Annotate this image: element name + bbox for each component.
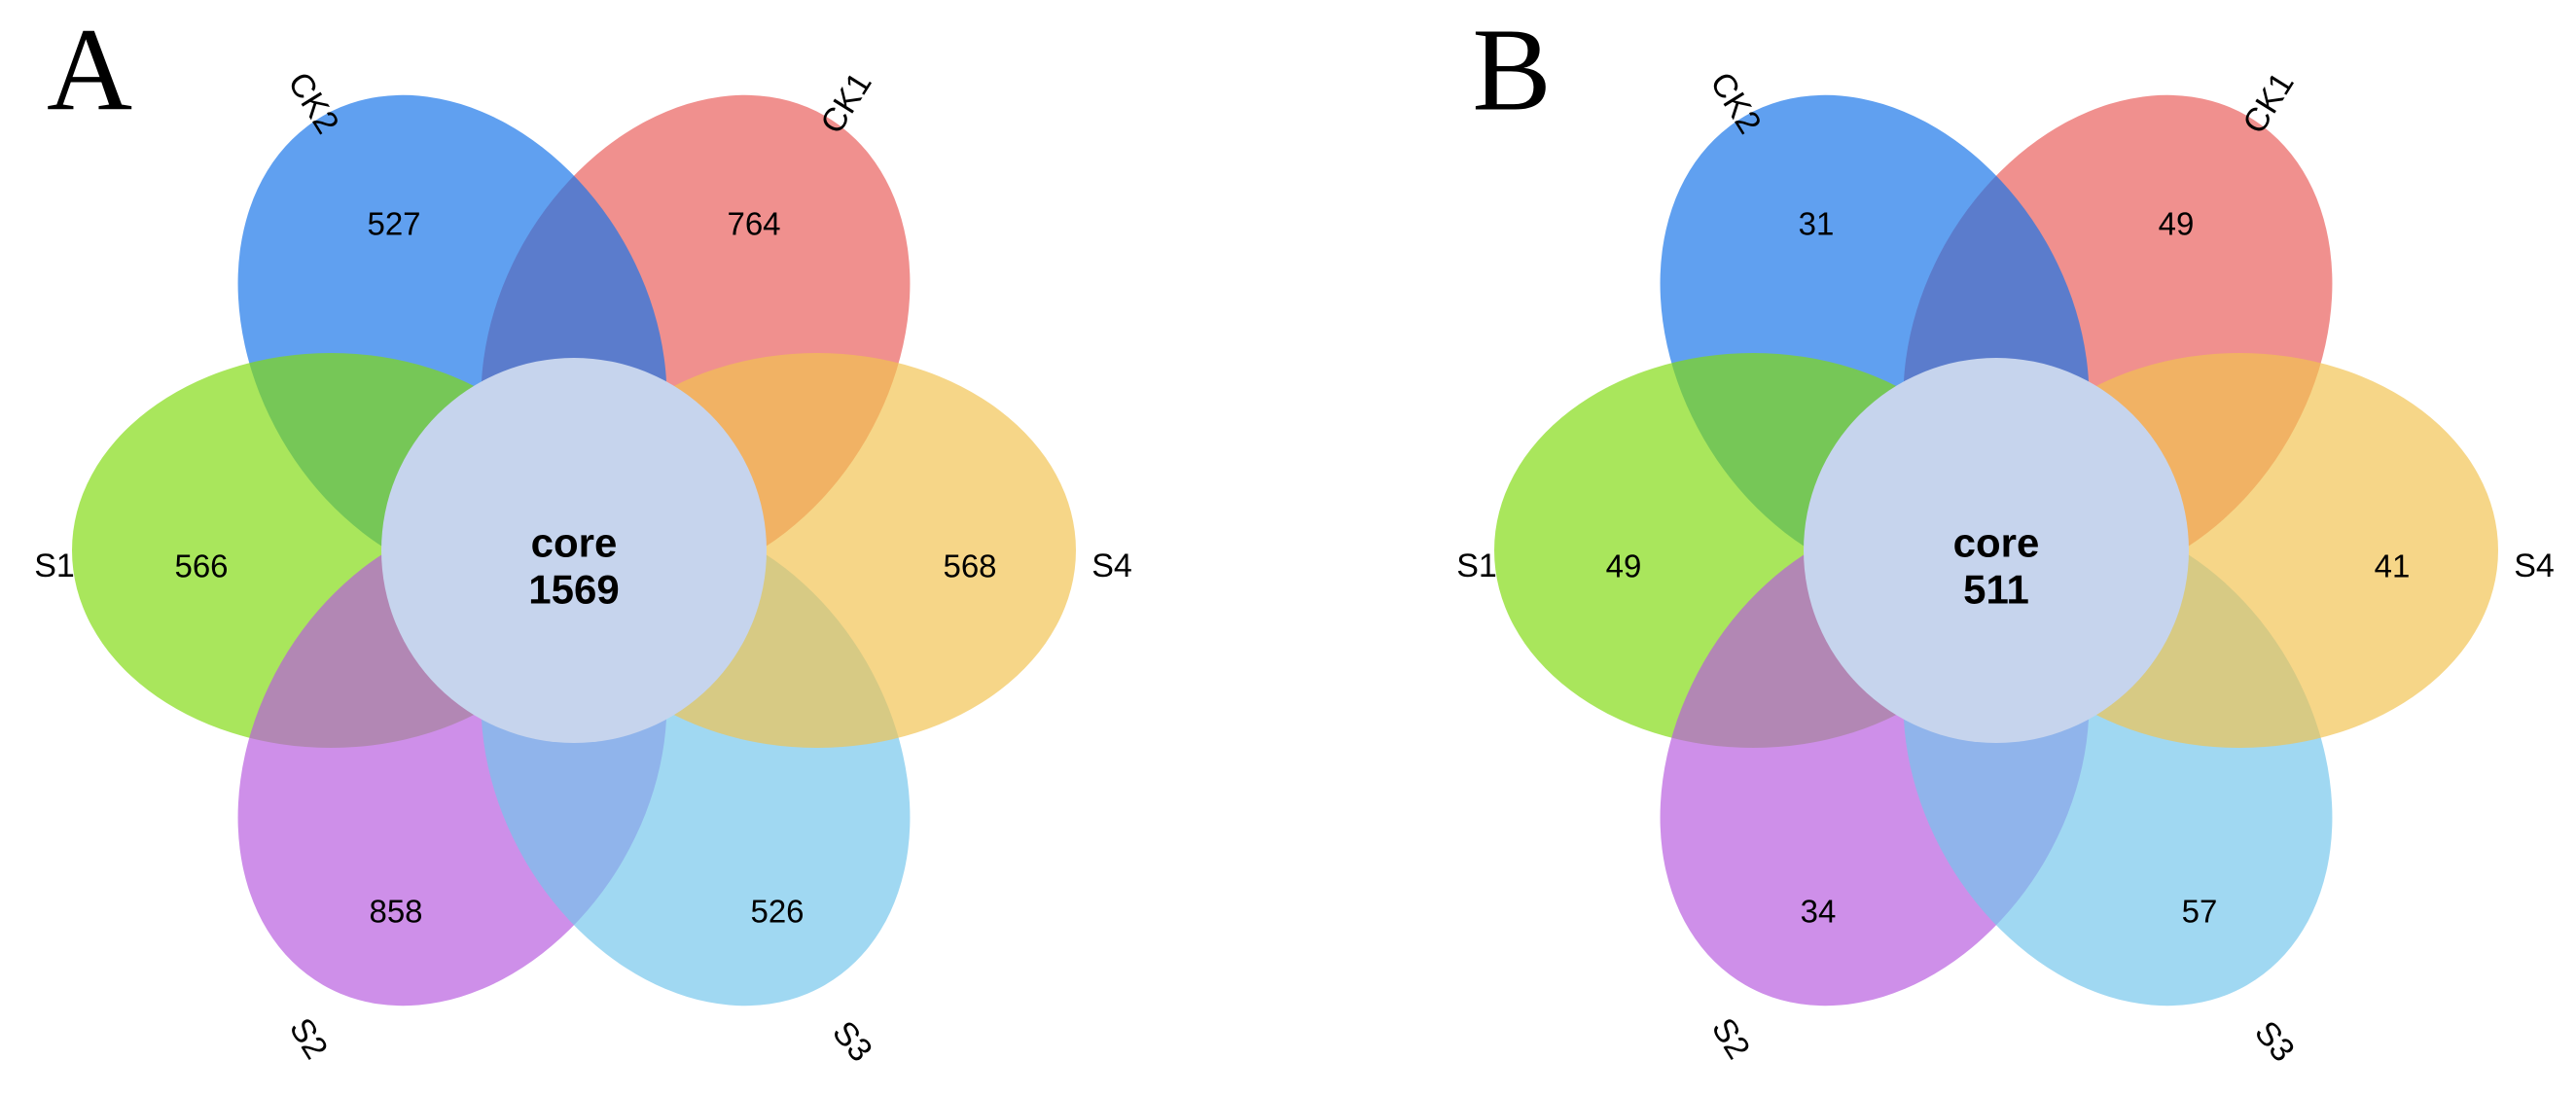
panel-b-count-s3: 57 xyxy=(2182,894,2218,930)
panel-b-label-s1: S1 xyxy=(1456,548,1497,584)
panel-a-core-circle xyxy=(381,358,767,743)
panel-a-count-s4: 568 xyxy=(943,548,996,584)
panel-b-count-s4: 41 xyxy=(2375,548,2411,584)
panel-b: B 49 31 49 34 57 41 core 511 CK1 CK2 S1 … xyxy=(1456,5,2555,1070)
panel-a-label-s1: S1 xyxy=(34,548,75,584)
panel-a-label-s3: S3 xyxy=(825,1014,879,1069)
panel-b-label-s3: S3 xyxy=(2247,1014,2302,1069)
panel-a-count-s1: 566 xyxy=(174,548,228,584)
panel-a-letter: A xyxy=(47,5,132,136)
panel-b-core-value: 511 xyxy=(1963,567,2029,613)
panel-a-label-s2: S2 xyxy=(282,1011,335,1065)
panel-b-core-label: core xyxy=(1953,520,2040,566)
panel-a-core-label: core xyxy=(531,520,618,566)
panel-a-count-s3: 526 xyxy=(750,894,804,930)
panel-a-count-s2: 858 xyxy=(369,894,422,930)
panel-b-core-circle xyxy=(1804,358,2189,743)
panel-a-count-ck2: 527 xyxy=(367,206,420,242)
panel-b-count-s2: 34 xyxy=(1801,894,1837,930)
panel-b-label-s4: S4 xyxy=(2514,548,2555,584)
panel-a-core-value: 1569 xyxy=(528,567,619,613)
panel-b-count-ck2: 31 xyxy=(1799,206,1835,242)
panel-b-count-ck1: 49 xyxy=(2159,206,2195,242)
panel-a-count-ck1: 764 xyxy=(727,206,780,242)
panel-b-label-s2: S2 xyxy=(1704,1011,1757,1065)
panel-b-count-s1: 49 xyxy=(1606,548,1642,584)
panel-b-letter: B xyxy=(1472,5,1551,136)
panel-a-label-s4: S4 xyxy=(1091,548,1132,584)
panel-a: A 764 527 566 858 526 568 core 1569 CK1 … xyxy=(34,5,1132,1070)
